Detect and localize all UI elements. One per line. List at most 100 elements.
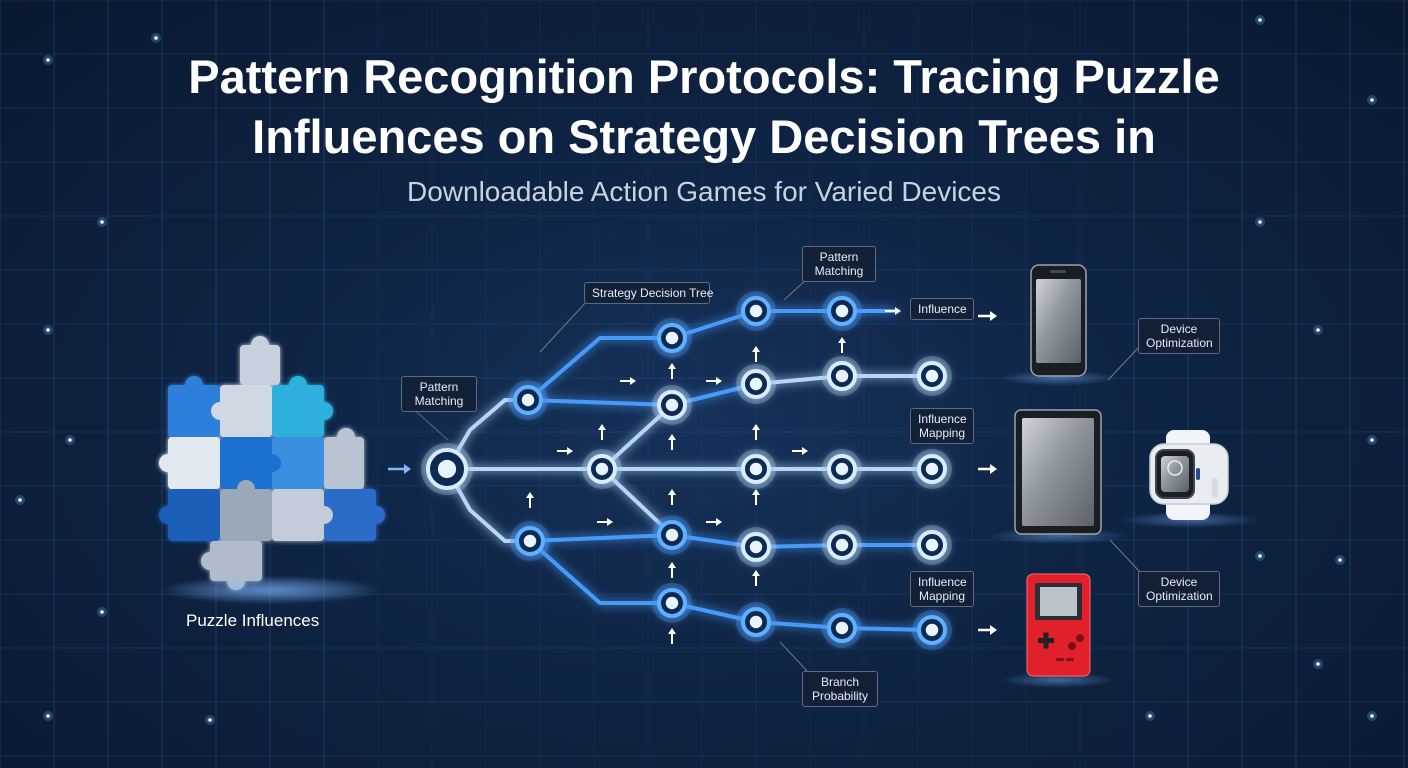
tree-node-core xyxy=(749,377,763,391)
label-line: Pattern xyxy=(419,380,459,394)
flow-arrow-head xyxy=(752,489,760,495)
tree-node-core xyxy=(925,538,939,552)
tree-edge xyxy=(528,539,674,605)
sparkle-dot xyxy=(46,714,50,718)
tree-node-core xyxy=(749,304,763,318)
smartwatch-icon xyxy=(1120,430,1260,528)
sparkle-dot xyxy=(1370,98,1374,102)
flow-arrow-head xyxy=(716,377,722,385)
tree-node-core xyxy=(749,615,763,629)
label-line: Probability xyxy=(811,689,869,703)
tree-node-core xyxy=(835,462,849,476)
tree-node-core xyxy=(665,398,679,412)
influence-mapping-label-mid: Influence Mapping xyxy=(910,408,974,444)
sparkle-dot xyxy=(1370,438,1374,442)
sparkle-dot xyxy=(100,220,104,224)
label-line: Pattern xyxy=(819,250,859,264)
tree-node-core xyxy=(749,540,763,554)
label-line: Device xyxy=(1160,575,1198,589)
label-line: Mapping xyxy=(918,426,966,440)
sparkle-dot xyxy=(154,36,158,40)
label-line: Optimization xyxy=(1146,336,1213,350)
tree-edge xyxy=(528,533,674,543)
device-arrows xyxy=(978,311,997,635)
tree-node-core xyxy=(749,462,763,476)
sparkle-dot xyxy=(208,718,212,722)
label-line: Influence xyxy=(918,302,967,316)
flow-arrow-head xyxy=(668,489,676,495)
sparkle-dot xyxy=(1258,18,1262,22)
puzzle-cluster-icon xyxy=(159,336,385,604)
tree-node-core xyxy=(835,538,849,552)
strategy-decision-tree-label: Strategy Decision Tree xyxy=(584,282,713,304)
tree-edge xyxy=(600,467,674,537)
influence-mapping-label-low: Influence Mapping xyxy=(910,571,974,607)
handheld-console-icon xyxy=(1000,573,1116,688)
pattern-matching-label-left: Pattern Matching xyxy=(401,376,477,412)
sparkle-dot xyxy=(1198,78,1202,82)
label-line: Influence xyxy=(918,575,967,589)
smartphone-icon xyxy=(1000,264,1116,386)
sparkle-dot xyxy=(1316,328,1320,332)
tree-node-core xyxy=(925,369,939,383)
sparkle-dot xyxy=(18,498,22,502)
flow-arrow-head xyxy=(668,562,676,568)
tree-node-core xyxy=(437,459,457,479)
sparkle-dot xyxy=(1258,220,1262,224)
title-line-2: Influences on Strategy Decision Trees in xyxy=(252,110,1156,163)
flow-arrows xyxy=(526,307,901,644)
tree-node-core xyxy=(665,596,679,610)
pattern-matching-label-top: Pattern Matching xyxy=(802,246,876,282)
device-optimization-label-top: Device Optimization xyxy=(1138,318,1220,354)
flow-arrow-head xyxy=(752,346,760,352)
label-line: Mapping xyxy=(918,589,966,603)
tree-node-core xyxy=(595,462,609,476)
tree-node-core xyxy=(925,462,939,476)
flow-arrow-head xyxy=(607,518,613,526)
label-line: Device xyxy=(1160,322,1198,336)
flow-arrow-head xyxy=(895,307,901,315)
sparkle-dot xyxy=(46,328,50,332)
tree-node-core xyxy=(521,393,535,407)
flow-arrow-head xyxy=(716,518,722,526)
sparkle-dot xyxy=(1370,714,1374,718)
tree-edge xyxy=(526,398,674,407)
sparkle-dot xyxy=(1338,558,1342,562)
device-optimization-label-low: Device Optimization xyxy=(1138,571,1220,607)
sparkle-dot xyxy=(46,58,50,62)
label-line: Matching xyxy=(814,264,864,278)
label-line: Influence xyxy=(918,412,967,426)
flow-arrow-head xyxy=(752,424,760,430)
sparkle-dot xyxy=(1316,662,1320,666)
sparkle-dot xyxy=(100,610,104,614)
sparkles xyxy=(15,15,1377,725)
tree-nodes xyxy=(421,291,952,650)
flow-arrow-head xyxy=(567,447,573,455)
flow-arrow-head xyxy=(838,337,846,343)
flow-arrow-head xyxy=(526,492,534,498)
tree-edge xyxy=(600,403,674,471)
flow-arrow-head xyxy=(752,570,760,576)
title-line-1: Pattern Recognition Protocols: Tracing P… xyxy=(188,50,1220,103)
tree-node-core xyxy=(665,331,679,345)
tree-edge xyxy=(840,626,934,632)
tree-node-core xyxy=(835,369,849,383)
flow-arrow-head xyxy=(802,447,808,455)
sparkle-dot xyxy=(1258,554,1262,558)
tree-node-core xyxy=(835,621,849,635)
flow-arrow-head xyxy=(630,377,636,385)
tree-node-core xyxy=(835,304,849,318)
label-line: Optimization xyxy=(1146,589,1213,603)
flow-arrow-head xyxy=(668,628,676,634)
tablet-icon xyxy=(988,409,1128,544)
label-leader-lines xyxy=(539,277,1141,673)
influence-label: Influence xyxy=(910,298,974,320)
tree-edge xyxy=(526,336,674,402)
tree-node-core xyxy=(925,623,939,637)
sparkle-dot xyxy=(68,438,72,442)
label-line: Branch xyxy=(820,675,860,689)
